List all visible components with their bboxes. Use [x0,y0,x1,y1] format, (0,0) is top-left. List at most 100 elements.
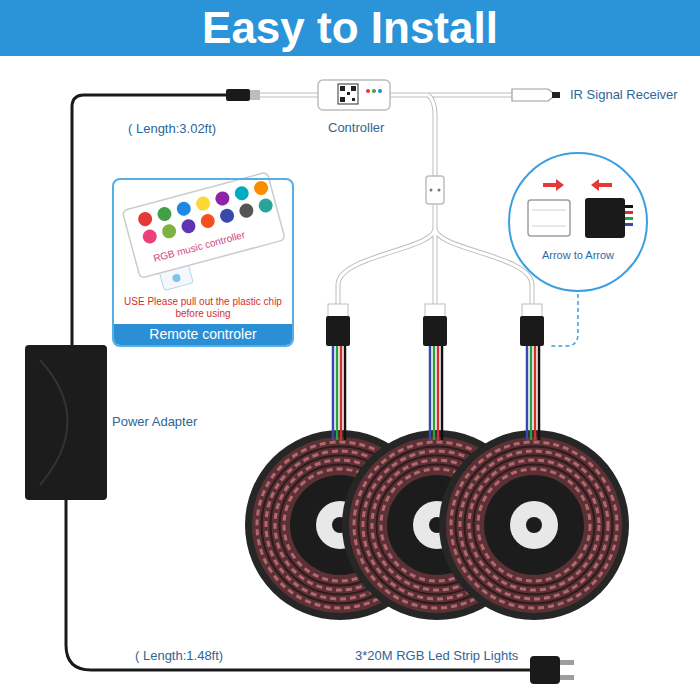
remote-illustration [122,172,285,278]
remote-illustration [172,273,182,283]
rgb-wires [333,346,539,440]
power-plug [560,660,574,665]
remote-area: RGB music controller [114,180,292,296]
part-label: IR Signal Receiver [570,87,678,103]
rgb-wires [530,346,533,440]
part-label: ( Length:1.48ft) [135,648,223,664]
dc-jack [226,89,250,101]
controller-box [351,86,356,91]
power-adapter [40,360,68,485]
power-cable [66,500,532,670]
part-label: Controller [328,120,384,136]
callout-circle: Arrow to Arrow [508,152,648,292]
power-plug [560,675,574,680]
ir-receiver [552,92,560,98]
white-cable [260,94,318,97]
white-cable [338,204,532,306]
rgb-wires [538,346,541,440]
white-cable [390,94,512,97]
controller-box [318,80,390,110]
remote-illustration [233,185,250,202]
white-cable [260,95,532,306]
callout-illustration [508,152,648,292]
leader-line [549,294,578,346]
callout-illustration [532,210,566,211]
rgb-wires [441,346,444,440]
dc-jack [250,90,260,100]
remote-illustration [180,218,197,235]
callout-illustration [543,179,564,191]
remote-illustration [214,190,231,207]
rgb-connector [425,304,445,318]
title-text: Easy to Install [202,6,498,50]
remote-illustration [257,197,274,214]
cable-splitter [426,176,444,204]
panel-caption: Remote controler [114,324,292,345]
white-cable [428,95,435,176]
part-label: 3*20M RGB Led Strip Lights [355,648,518,664]
cable-splitter [430,189,433,192]
white-cable [390,93,512,98]
rgb-connector [423,316,447,346]
remote-illustration [156,205,173,222]
part-label: Power Adapter [112,414,197,430]
led-reel [439,430,629,620]
ir-receiver [512,89,556,101]
rgb-wires [429,346,432,440]
part-label: ( Length:3.02ft) [128,121,216,137]
controller-box [366,89,370,93]
controller-box [318,80,390,110]
white-cable [260,93,318,98]
remote-illustration [199,212,216,229]
remote-illustration [252,179,269,196]
rgb-wires [437,346,440,440]
warning-note: USE Please pull out the plastic chip bef… [114,296,292,324]
rgb-wires [433,346,436,440]
rgb-connector [326,304,544,346]
white-cable [428,95,435,176]
remote-illustration [161,223,178,240]
power-adapter [25,345,107,500]
rgb-connector [520,316,544,346]
controller-box [338,84,358,104]
remote-illustration [122,172,290,296]
cable-splitter [438,189,441,192]
white-cable [338,204,532,306]
ir-receiver [512,89,560,101]
callout-illustration [591,179,612,191]
rgb-wires [332,346,335,440]
power-cable [72,95,228,345]
controller-box [340,97,345,102]
power-adapter [25,345,107,500]
callout-caption: Arrow to Arrow [510,248,646,262]
rgb-wires [340,346,343,440]
title-band: Easy to Install [0,0,700,56]
callout-illustration [625,223,633,226]
remote-illustration [175,200,192,217]
callout-illustration [532,226,566,227]
rgb-connector [522,304,542,318]
callout-illustration [625,211,633,214]
controller-box [352,98,355,101]
remote-panel: RGB music controllerUSE Please pull out … [112,178,294,347]
callout-illustration [625,217,633,220]
remote-illustration [137,211,154,228]
power-plug [530,656,560,684]
rgb-wires [344,346,347,440]
power-plug [530,656,574,684]
callout-illustration [508,152,648,292]
controller-box [347,92,350,95]
rgb-connector [328,304,348,318]
callout-illustration [625,205,633,208]
rgb-wires [534,346,537,440]
remote-illustration [238,202,255,219]
rgb-wires [336,346,339,440]
remote-print: RGB music controller [152,229,246,265]
callout-illustration [528,200,570,236]
rgb-connector [326,316,350,346]
controller-box [378,89,382,93]
rgb-wires [526,346,529,440]
controller-box [372,89,376,93]
